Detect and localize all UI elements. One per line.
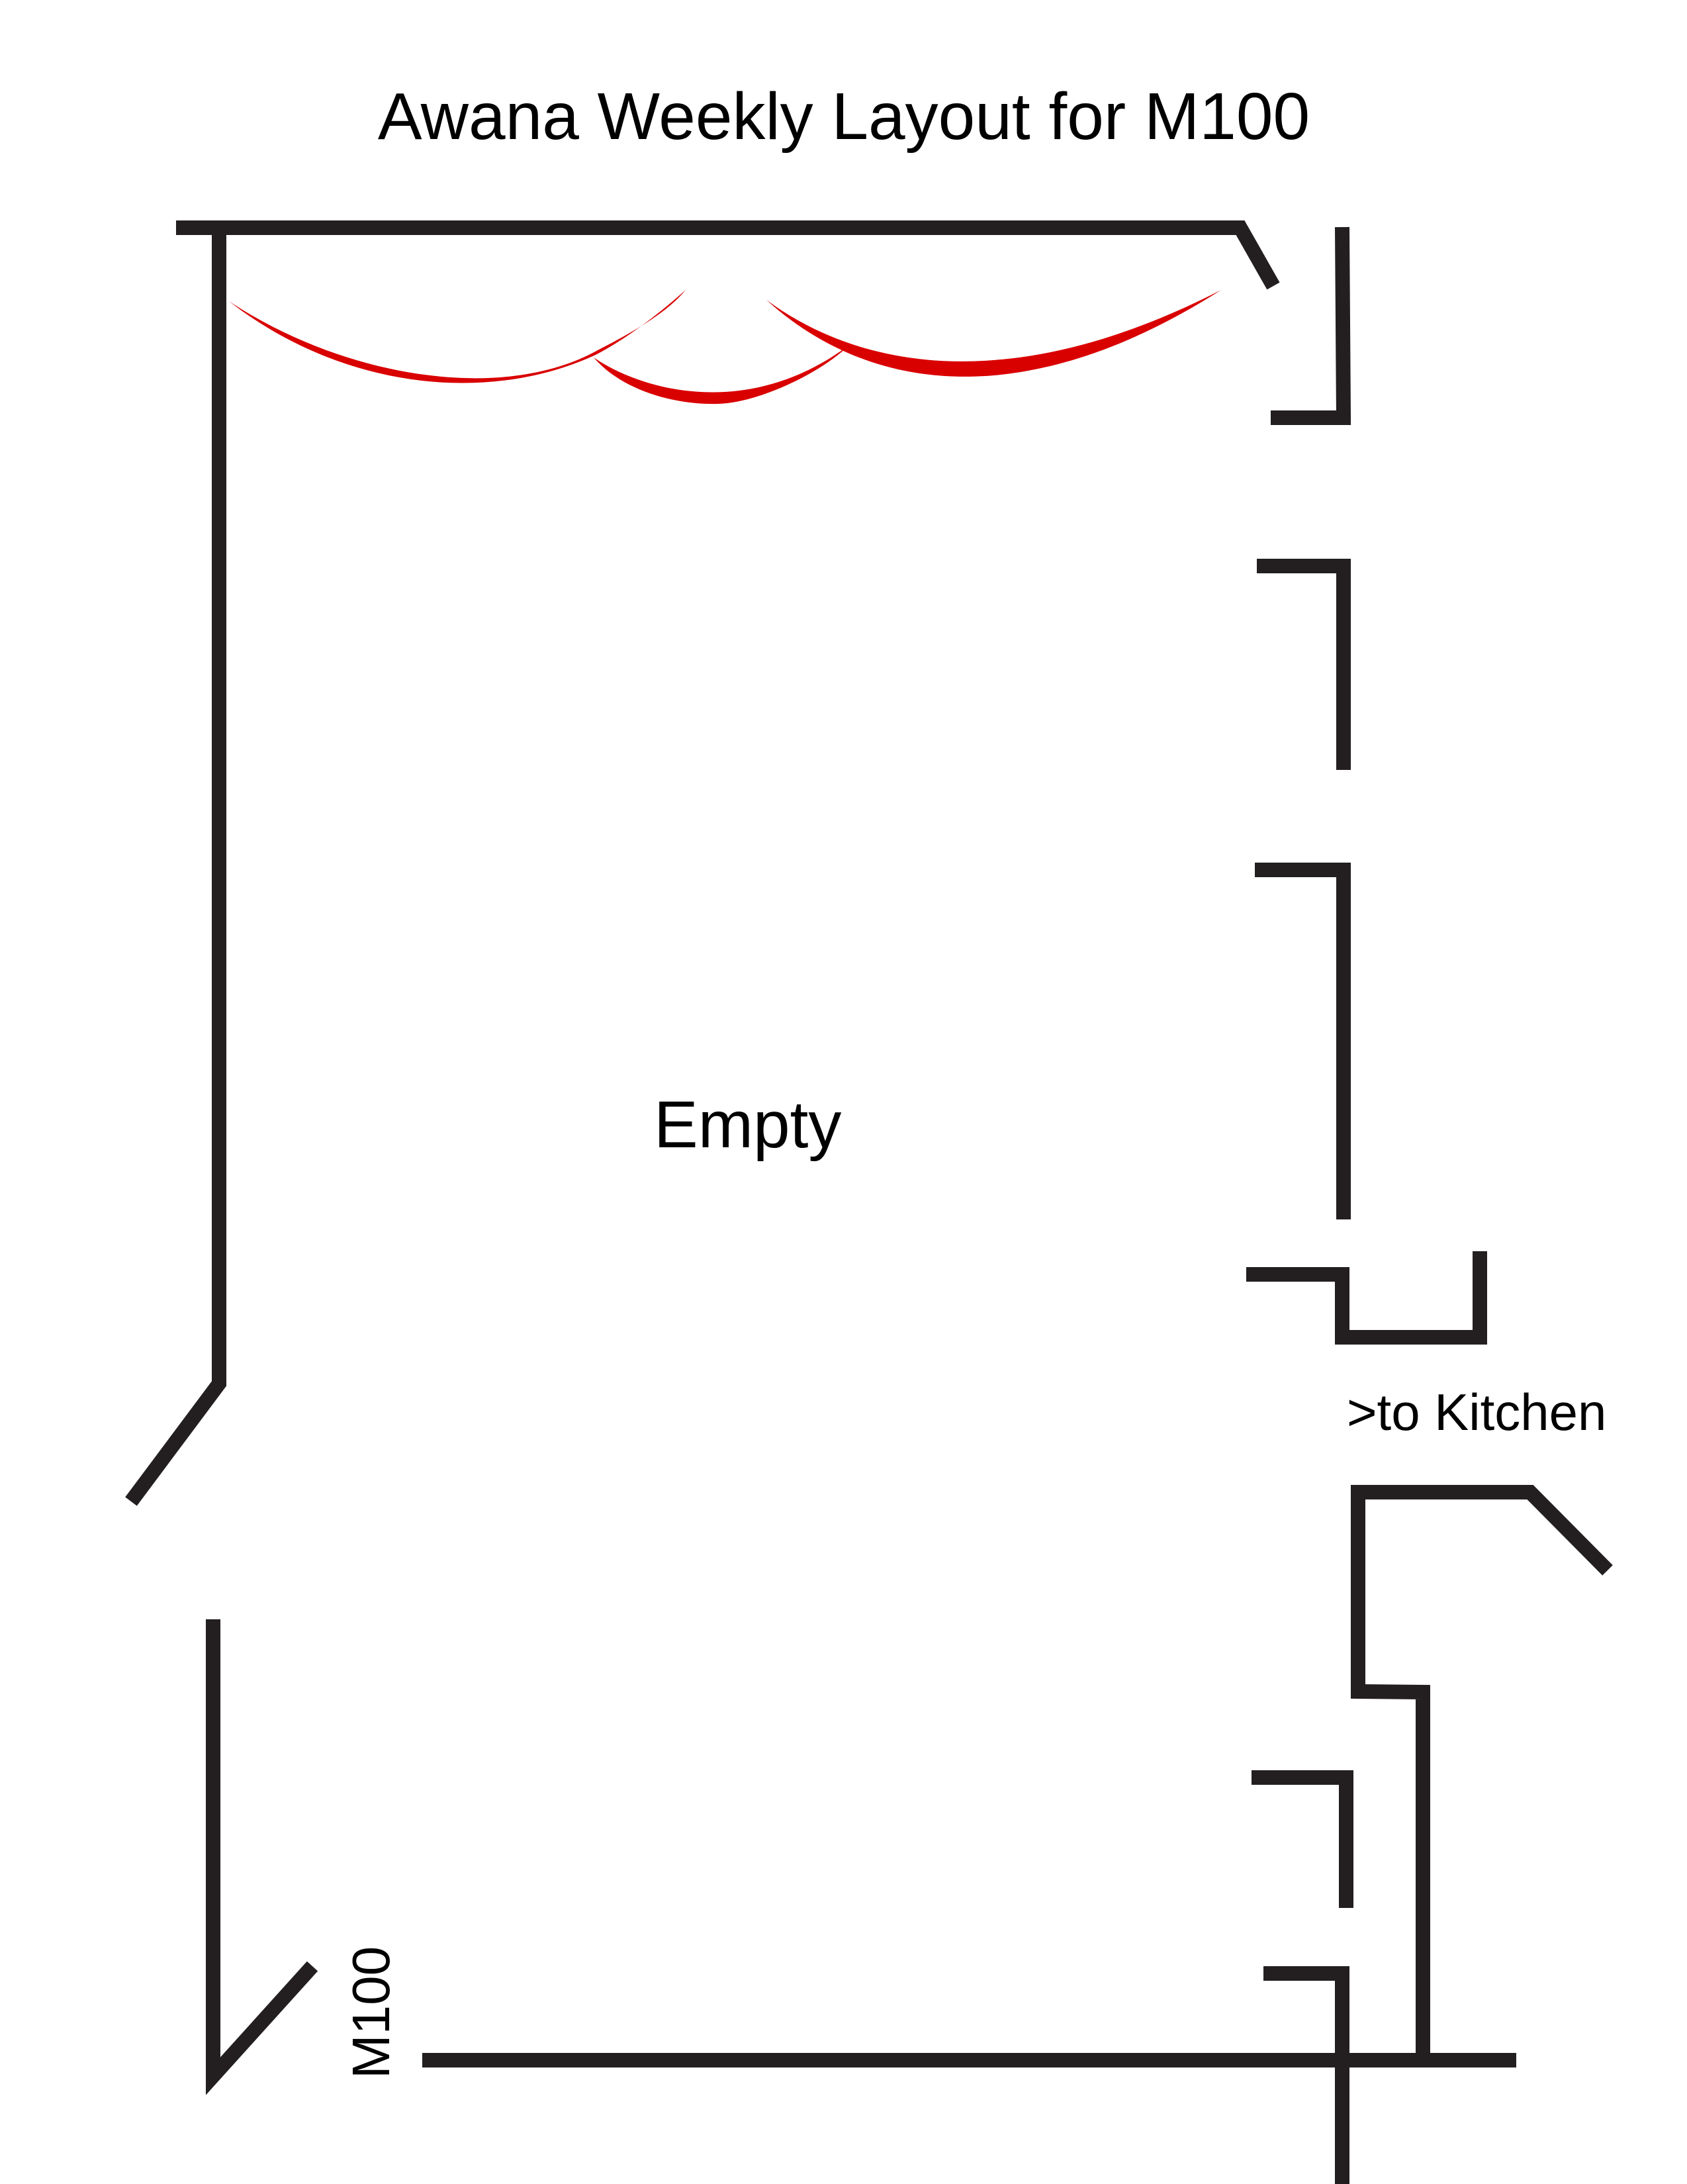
wall-right-segment-3 — [1255, 863, 1351, 1219]
wall-left-lower — [206, 1619, 318, 2095]
curtain-swag-right — [766, 290, 1221, 377]
wall-left-upper — [125, 228, 226, 1506]
kitchen-label: >to Kitchen — [1347, 1383, 1606, 1441]
room-name-label: M100 — [342, 1946, 400, 2079]
stage-curtain — [229, 290, 1221, 404]
wall-right-segment-5 — [1263, 1966, 1349, 2184]
room-status-label: Empty — [654, 1088, 841, 1162]
wall-right-segment-2 — [1257, 559, 1351, 770]
page-title: Awana Weekly Layout for M100 — [378, 79, 1310, 154]
wall-right-kitchen-notch — [1246, 1251, 1487, 1345]
curtain-swag-left — [229, 290, 686, 383]
curtain-swag-middle — [594, 346, 848, 404]
wall-top — [176, 220, 1280, 290]
wall-right-top — [1271, 226, 1351, 425]
wall-lower-right — [1351, 1485, 1613, 2060]
wall-right-segment-4 — [1252, 1770, 1353, 1908]
